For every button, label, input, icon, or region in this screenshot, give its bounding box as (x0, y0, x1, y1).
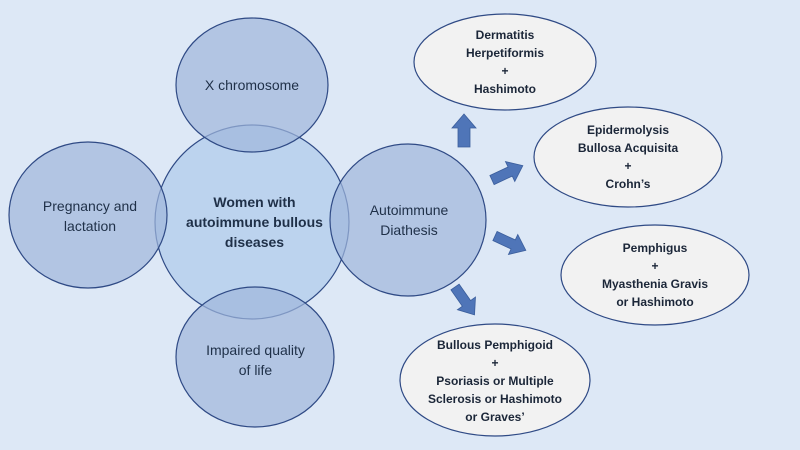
association-label-4: Bullous Pemphigoid + Psoriasis or Multip… (427, 338, 563, 424)
association-label-3: Pemphigus + Myasthenia Gravis or Hashimo… (601, 241, 709, 309)
association-label-2: Epidermolysis Bullosa Acquisita + Crohn’… (577, 123, 679, 191)
association-label-1: Dermatitis Herpetiformis + Hashimoto (465, 28, 545, 96)
satellite-circle-bottom (175, 286, 335, 428)
arrow-to-association-3 (492, 230, 527, 255)
center-label: Women with autoimmune bullous diseases (186, 193, 323, 251)
arrow-to-association-2 (489, 161, 524, 186)
satellite-label-top: X chromosome (204, 76, 300, 93)
arrow-to-association-1 (451, 113, 477, 148)
association-ellipse-1 (413, 13, 597, 111)
association-ellipse-3 (560, 224, 750, 326)
arrow-to-association-4 (450, 283, 476, 316)
satellite-label-left: Pregnancy and lactation (42, 197, 138, 234)
association-ellipse-4 (399, 323, 591, 437)
satellite-label-right: Autoimmune Diathesis (369, 201, 449, 238)
satellite-label-bottom: Impaired quality of life (206, 341, 305, 378)
association-ellipse-2 (533, 106, 723, 208)
satellite-circle-top (175, 17, 329, 153)
satellite-circle-right (329, 143, 487, 297)
satellite-circle-left (8, 141, 168, 289)
